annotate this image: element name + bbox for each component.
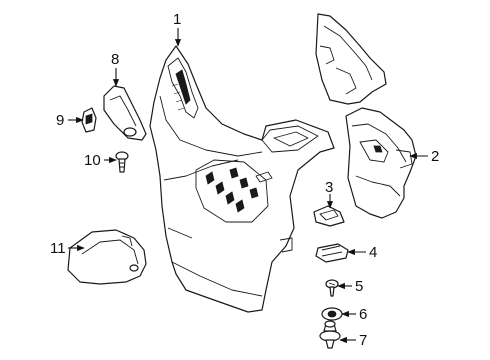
part-7-push-pin [319, 320, 341, 349]
part-1-quarter-trim-panel [149, 45, 335, 313]
part-4-retainer [315, 243, 349, 263]
callout-10: 10 [84, 152, 101, 169]
callout-4: 4 [369, 244, 377, 261]
callout-7: 7 [359, 332, 367, 349]
callout-2: 2 [431, 148, 439, 165]
part-11-cover-panel [67, 229, 147, 285]
part-8-pillar-cover [103, 85, 147, 141]
callout-11: 11 [50, 240, 66, 257]
callout-1: 1 [173, 11, 181, 28]
part-5-screw [325, 279, 339, 297]
leader-lines [68, 28, 428, 344]
part-2-pillar-trim [315, 13, 417, 219]
callout-3: 3 [325, 179, 333, 196]
callout-5: 5 [355, 278, 363, 295]
part-10-bolt [115, 151, 129, 173]
callout-9: 9 [56, 112, 64, 129]
part-6-grommet [321, 307, 343, 321]
part-9-bracket [81, 107, 97, 133]
callout-6: 6 [359, 306, 367, 323]
callout-labels: 1 2 3 4 5 6 7 8 9 10 11 [50, 11, 439, 349]
callout-8: 8 [111, 51, 119, 68]
part-3-clip [313, 205, 345, 227]
